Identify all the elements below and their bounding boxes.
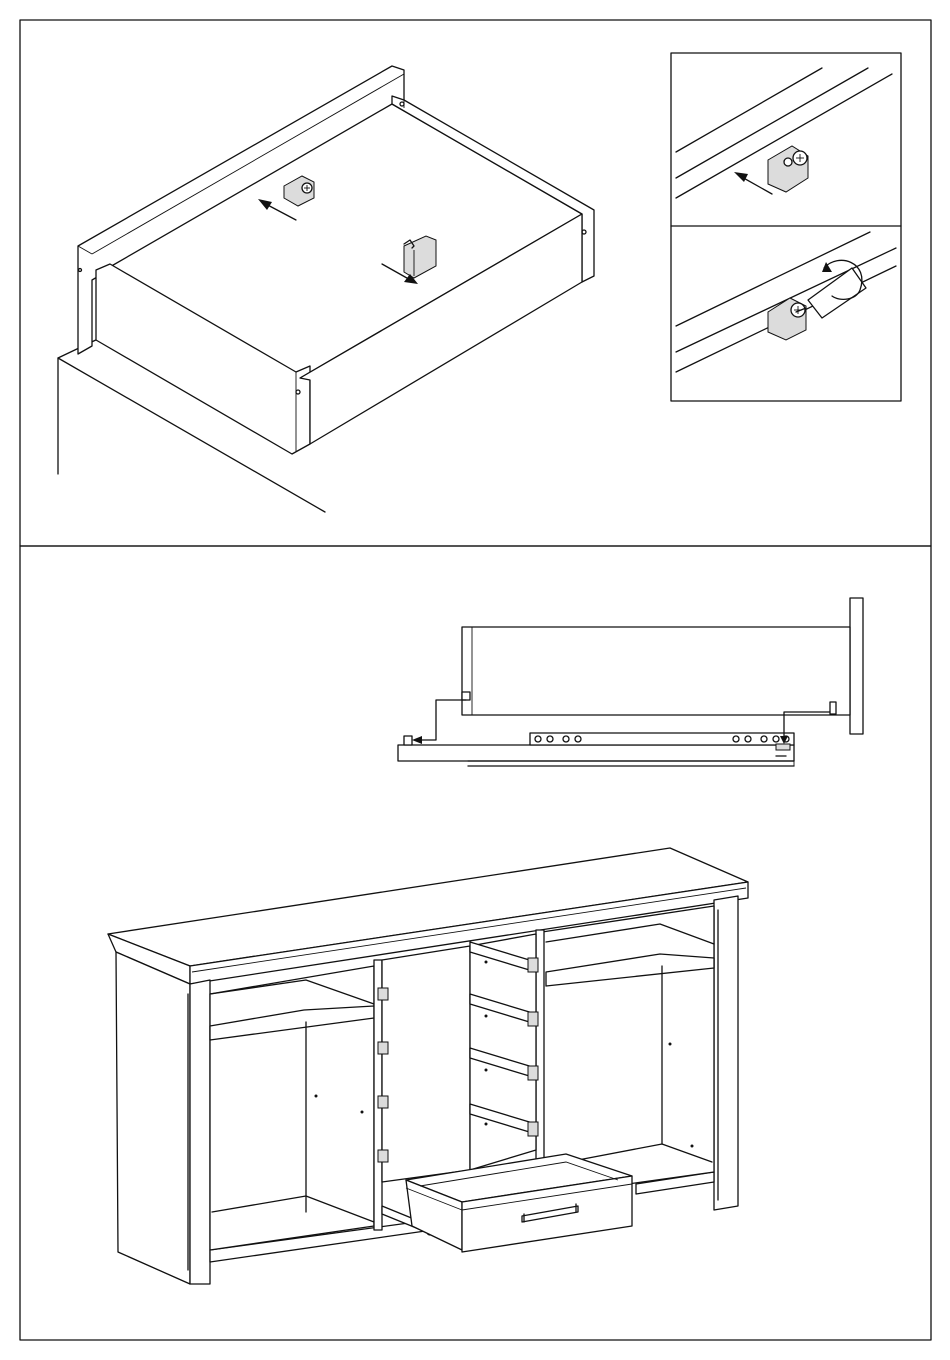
detail-frame [671, 53, 901, 401]
left-compartment [210, 960, 382, 1250]
right-compartment [536, 906, 714, 1196]
rail-diagram [398, 598, 863, 766]
detail-top [676, 68, 892, 198]
drawer-box-iso [58, 66, 594, 512]
detail-bottom [676, 232, 896, 372]
center-bay [382, 934, 536, 1182]
